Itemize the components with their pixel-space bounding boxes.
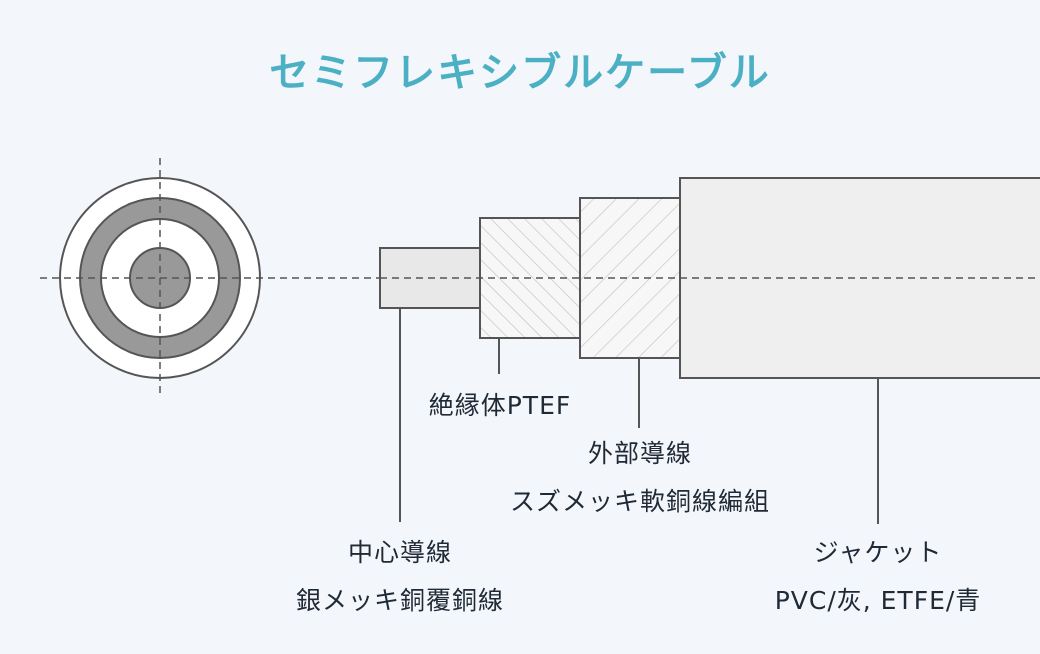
diagram-title: セミフレキシブルケーブル xyxy=(269,50,771,96)
center-conductor-label-1: 中心導線 xyxy=(347,538,452,567)
jacket-label-1: ジャケット xyxy=(813,538,943,567)
outer-conductor-label-1: 外部導線 xyxy=(587,439,692,468)
side-view xyxy=(379,177,1040,379)
center-conductor-label-2: 銀メッキ銅覆銅線 xyxy=(295,586,504,615)
outer-conductor-label-2: スズメッキ軟銅線編組 xyxy=(509,487,770,516)
leader-lines xyxy=(399,308,879,524)
insulator-label: 絶縁体PTEF xyxy=(428,391,572,420)
jacket-label-2: PVC/灰, ETFE/青 xyxy=(774,586,982,615)
outer-conductor-layer xyxy=(579,197,681,359)
cross-section xyxy=(59,158,261,395)
